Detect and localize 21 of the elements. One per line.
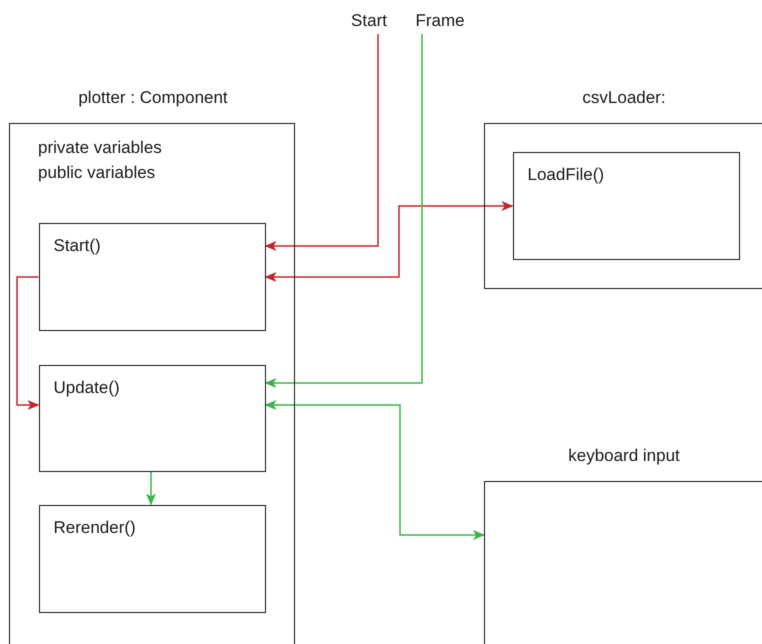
arrow xyxy=(264,201,514,282)
method-name: Start() xyxy=(54,236,101,256)
component-title: plotter : Component xyxy=(77,88,229,108)
method-box xyxy=(512,152,740,260)
arrow xyxy=(264,400,485,540)
method-box xyxy=(38,364,266,472)
arrow xyxy=(146,472,156,506)
member-text: public variables xyxy=(38,163,156,183)
arrow xyxy=(16,276,40,410)
method-name: Rerender() xyxy=(54,518,136,538)
method-name: Update() xyxy=(54,378,120,398)
signal-label: Frame xyxy=(414,11,466,31)
signal-label: Start xyxy=(350,11,388,31)
method-name: LoadFile() xyxy=(528,164,604,184)
member-text: private variables xyxy=(38,138,162,158)
arrow xyxy=(264,34,423,388)
arrow xyxy=(264,34,379,251)
component-title: keyboard input xyxy=(567,446,681,466)
component-title: csvLoader: xyxy=(581,88,667,108)
method-box xyxy=(38,222,266,330)
method-box xyxy=(38,504,266,612)
